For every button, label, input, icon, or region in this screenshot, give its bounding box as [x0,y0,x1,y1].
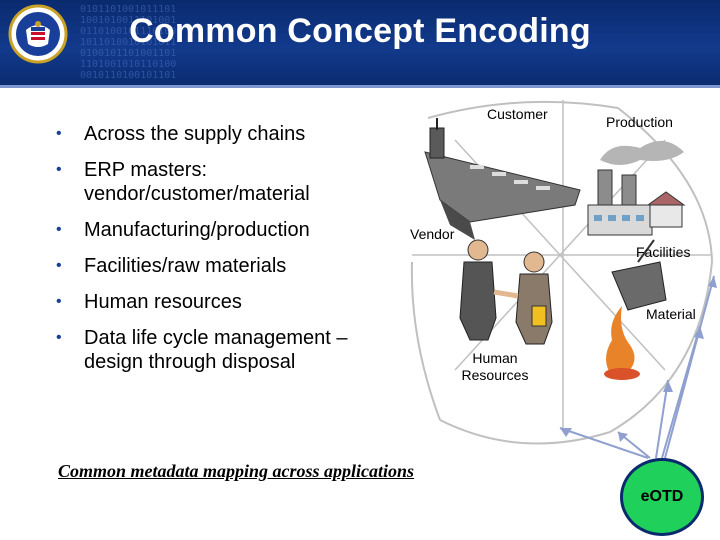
bullet-item: •Human resources [56,291,242,313]
bullet-marker: • [56,221,62,238]
bullet-marker: • [56,125,62,142]
bullet-marker: • [56,329,62,346]
wheel-rim-lower-right [609,261,713,433]
bullet-item: •Manufacturing/production [56,219,310,241]
label-vendor: Vendor [410,226,455,242]
molten-metal-ladle-icon [604,239,667,380]
aircraft-carrier-icon [424,118,581,240]
title-banner: 0101101001011101 1001010011101001 011010… [0,0,720,88]
label-facilities: Facilities [636,244,691,260]
bullet-item: •Across the supply chains [56,123,306,145]
wheel-rim-left [410,261,441,421]
wheel-rim-bottom [439,419,611,445]
footer-note: Common metadata mapping across applicati… [58,461,415,481]
label-human-resources: Human Resources [461,350,529,383]
bullet-item: •Facilities/raw materials [56,255,287,277]
arrow-head [618,432,628,442]
bullet-marker: • [56,161,62,178]
arrow-head [694,326,704,339]
slide-title: Common Concept Encoding [129,12,591,50]
wheel-rim-right [617,107,713,263]
binary-pattern: 0101101001011101 1001010011101001 011010… [80,4,177,81]
label-production: Production [606,114,673,130]
arrow-heads [560,276,717,442]
eotd-hub: eOTD [620,458,704,536]
bullet-marker: • [56,293,62,310]
label-material: Material [646,306,696,322]
arrow-line [655,379,669,459]
hub-arrows [559,275,715,459]
arrow-head [560,428,572,437]
bullet-list: •Across the supply chains •ERP masters: … [56,122,416,386]
arrow-line [559,427,649,459]
bullet-marker: • [56,257,62,274]
arrow-head [663,380,673,392]
header-rule [0,85,720,88]
bullet-item: •Data life cycle management – design thr… [56,327,348,373]
arrow-head [708,276,717,288]
label-customer: Customer [487,106,548,122]
wheel-rim-top [427,100,619,119]
bullet-item: •ERP masters: vendor/customer/material [56,159,310,205]
arrow-line [664,275,715,459]
agency-seal-icon [8,4,68,64]
handshake-icon [459,239,553,345]
factory-icon [587,140,686,236]
eotd-hub-label: eOTD [640,488,684,505]
